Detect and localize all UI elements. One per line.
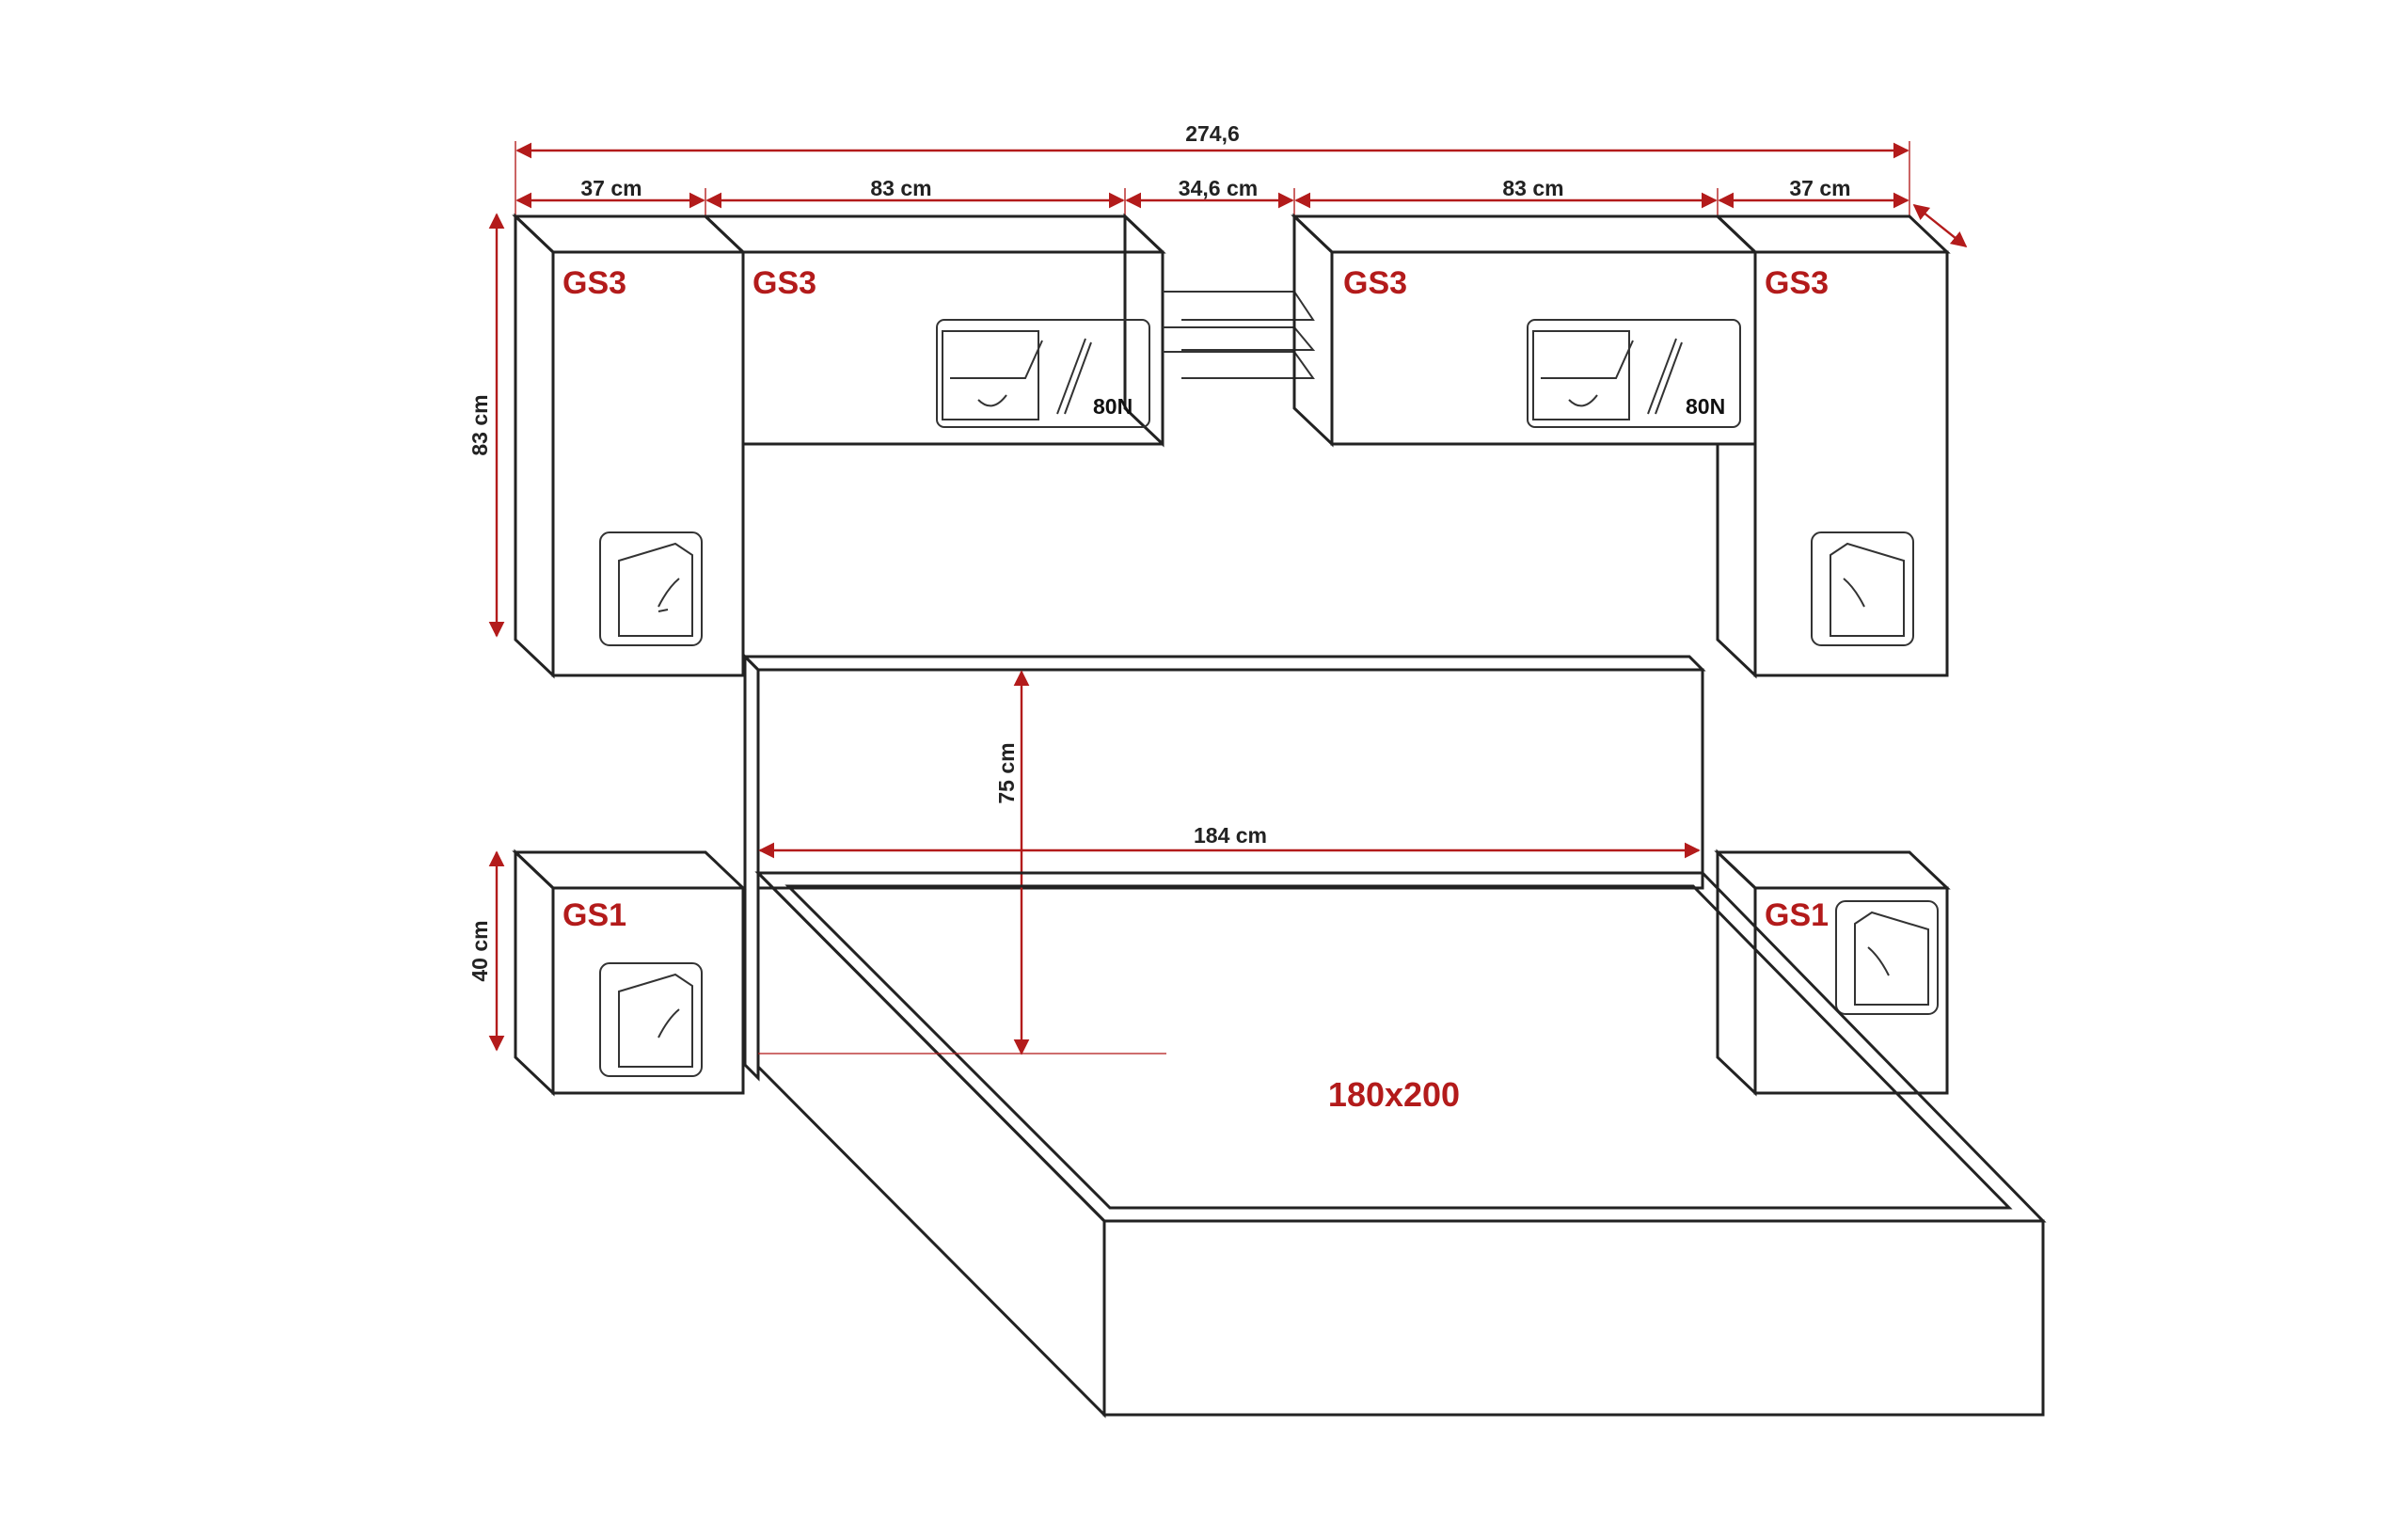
mattress-size-label: 180x200 bbox=[1328, 1075, 1460, 1114]
bed: 180x200 bbox=[754, 869, 2047, 1419]
right-cabinet-width-label: 37 cm bbox=[1789, 176, 1850, 200]
right-gas-spring-force: 80N bbox=[1686, 394, 1725, 419]
depth-dimension-line bbox=[1912, 203, 1968, 248]
headboard: 75 cm 184 cm bbox=[741, 653, 1706, 1082]
headboard-height-label: 75 cm bbox=[994, 742, 1019, 803]
right-tall-cabinet-label: GS3 bbox=[1765, 265, 1829, 301]
total-width-label: 274,6 bbox=[1185, 121, 1240, 146]
top-dimensions: 274,6 37 cm 83 cm 34,6 cm 83 cm 37 cm bbox=[515, 121, 1968, 248]
left-cabinet-width-label: 37 cm bbox=[580, 176, 642, 200]
right-wall-unit-width-label: 83 cm bbox=[1502, 176, 1563, 200]
shelf-gap-width-label: 34,6 cm bbox=[1179, 176, 1258, 200]
right-wall-unit: GS3 80N bbox=[1291, 213, 1759, 448]
door-open-icon bbox=[599, 531, 703, 646]
left-wall-unit-label: GS3 bbox=[752, 265, 816, 301]
left-wall-unit-width-label: 83 cm bbox=[870, 176, 931, 200]
right-tall-cabinet: GS3 bbox=[1714, 214, 1951, 679]
left-wall-unit: GS3 80N bbox=[702, 213, 1166, 448]
left-dimensions: 83 cm 40 cm bbox=[467, 213, 505, 1052]
left-tall-cabinet-label: GS3 bbox=[562, 265, 626, 301]
left-tall-cabinet: GS3 bbox=[512, 213, 747, 679]
cabinet-height-label: 83 cm bbox=[467, 394, 492, 455]
door-open-icon bbox=[1811, 531, 1914, 646]
nightstand-height-label: 40 cm bbox=[467, 920, 492, 981]
right-wall-unit-label: GS3 bbox=[1343, 265, 1407, 301]
door-open-icon bbox=[599, 962, 703, 1077]
right-nightstand: GS1 bbox=[1714, 848, 1951, 1097]
headboard-width-label: 184 cm bbox=[1194, 823, 1267, 848]
right-nightstand-label: GS1 bbox=[1765, 897, 1829, 933]
left-nightstand: GS1 bbox=[512, 848, 747, 1097]
left-gas-spring-force: 80N bbox=[1093, 394, 1133, 419]
lift-up-door-icon: 80N bbox=[936, 319, 1150, 428]
open-shelves bbox=[1163, 291, 1316, 379]
door-open-icon bbox=[1835, 900, 1939, 1015]
lift-up-door-icon: 80N bbox=[1527, 319, 1741, 428]
left-nightstand-label: GS1 bbox=[562, 897, 626, 933]
